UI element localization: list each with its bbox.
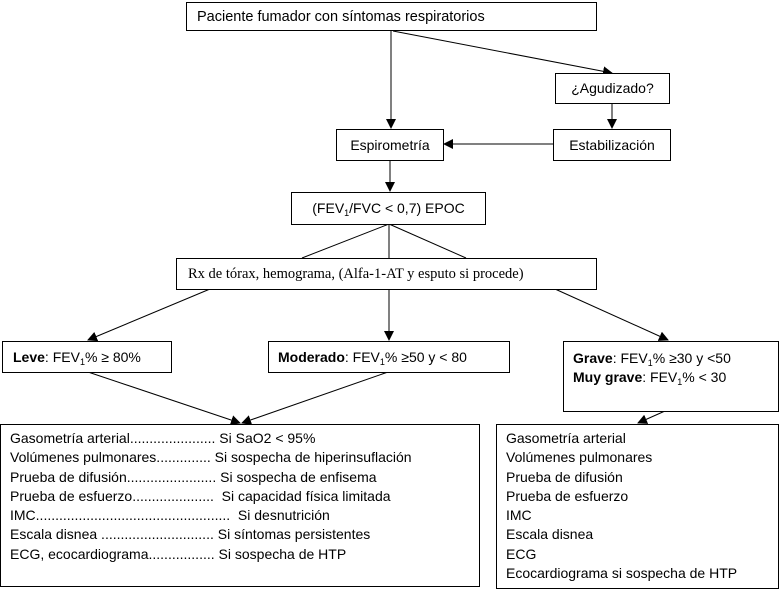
moderado-text-a: : FEV bbox=[344, 349, 380, 365]
node-grave: Grave: FEV1% ≥30 y <50 Muy grave: FEV1% … bbox=[563, 341, 779, 412]
muy-grave-label: Muy grave bbox=[573, 369, 643, 385]
test-name: Prueba de difusión......................… bbox=[10, 468, 217, 485]
grave-label: Grave bbox=[573, 350, 613, 366]
test-name: Volúmenes pulmonares.............. bbox=[10, 449, 211, 466]
moderado-label: Moderado bbox=[278, 349, 345, 365]
left-list-item: IMC.....................................… bbox=[10, 506, 479, 525]
left-list-item: Volúmenes pulmonares.............. Si so… bbox=[10, 448, 479, 467]
left-list-item: ECG, ecocardiograma................. Si … bbox=[10, 545, 479, 564]
node-patient-smoker-text: Paciente fumador con síntomas respirator… bbox=[197, 9, 485, 25]
left-list-item: Prueba de esfuerzo..................... … bbox=[10, 487, 479, 506]
test-name: Escala disnea ..........................… bbox=[10, 526, 214, 543]
epoc-subscript: 1 bbox=[344, 208, 350, 218]
right-list-item: Gasometría arterial bbox=[506, 430, 626, 446]
node-espirometria-text: Espirometría bbox=[350, 136, 430, 153]
muy-grave-text-b: % < 30 bbox=[682, 369, 727, 385]
test-condition: Si sospecha de enfisema bbox=[216, 468, 377, 485]
right-list-item: Prueba de esfuerzo bbox=[506, 487, 629, 504]
right-list-item: ECG bbox=[506, 545, 537, 562]
arrow-leve-to-left-list bbox=[87, 371, 241, 425]
arrow-top-to-agudizado bbox=[392, 30, 613, 77]
node-leve: Leve: FEV1% ≥ 80% bbox=[2, 341, 172, 373]
line-epoc-to-rx-right bbox=[388, 223, 467, 259]
node-espirometria: Espirometría bbox=[336, 129, 444, 161]
epoc-suffix: /FVC < 0,7) EPOC bbox=[349, 200, 465, 216]
muy-grave-text-a: : FEV bbox=[642, 369, 678, 385]
left-list-item: Escala disnea ..........................… bbox=[10, 525, 479, 544]
arrow-grave-to-right-list bbox=[637, 410, 666, 424]
grave-line: Grave: FEV1% ≥30 y <50 bbox=[573, 349, 778, 368]
node-agudizado: ¿Agudizado? bbox=[555, 73, 670, 104]
moderado-text-b: % ≥50 y < 80 bbox=[384, 349, 467, 365]
test-name: Prueba de esfuerzo..................... bbox=[10, 487, 214, 504]
muy-grave-subscript: 1 bbox=[677, 377, 683, 387]
test-condition: Si capacidad física limitada bbox=[213, 487, 391, 504]
node-rx-torax: Rx de tórax, hemograma, (Alfa-1-AT y esp… bbox=[176, 258, 597, 290]
grave-text-a: : FEV bbox=[612, 350, 648, 366]
node-epoc: (FEV1/FVC < 0,7) EPOC bbox=[291, 192, 486, 225]
leve-text-a: : FEV bbox=[44, 349, 80, 365]
test-name: ECG, ecocardiograma................. bbox=[10, 545, 215, 562]
leve-label: Leve bbox=[13, 349, 45, 365]
leve-text-b: % ≥ 80% bbox=[84, 349, 141, 365]
test-condition: Si desnutrición bbox=[230, 507, 330, 524]
node-estabilizacion: Estabilización bbox=[553, 129, 671, 161]
test-condition: Si sospecha de hiperinsuflación bbox=[210, 449, 412, 466]
node-moderado: Moderado: FEV1% ≥50 y < 80 bbox=[268, 341, 510, 373]
right-list-item: Ecocardiograma si sospecha de HTP bbox=[506, 565, 738, 582]
grave-subscript: 1 bbox=[647, 358, 653, 368]
line-epoc-to-rx-left bbox=[301, 223, 390, 259]
node-patient-smoker: Paciente fumador con síntomas respirator… bbox=[186, 2, 597, 31]
node-estabilizacion-text: Estabilización bbox=[569, 136, 655, 153]
right-list-item: Volúmenes pulmonares bbox=[506, 449, 653, 466]
left-list-item: Prueba de difusión......................… bbox=[10, 468, 479, 487]
node-rx-torax-text: Rx de tórax, hemograma, (Alfa-1-AT y esp… bbox=[188, 266, 524, 282]
right-list-item: Escala disnea bbox=[506, 526, 594, 543]
leve-subscript: 1 bbox=[79, 357, 85, 367]
test-name: Gasometría arterial.....................… bbox=[10, 430, 216, 446]
node-epoc-text: (FEV1/FVC < 0,7) EPOC bbox=[312, 200, 465, 218]
muy-grave-line: Muy grave: FEV1% < 30 bbox=[573, 368, 778, 387]
test-condition: Si sospecha de HTP bbox=[214, 545, 347, 562]
moderado-subscript: 1 bbox=[379, 357, 385, 367]
test-condition: Si SaO2 < 95% bbox=[215, 430, 316, 446]
right-list-item: Prueba de difusión bbox=[506, 468, 623, 485]
arrow-moderado-to-left-list bbox=[241, 371, 389, 425]
node-agudizado-text: ¿Agudizado? bbox=[571, 80, 654, 96]
arrow-rx-to-grave bbox=[554, 288, 669, 341]
left-list-item: Gasometría arterial.....................… bbox=[10, 429, 479, 448]
arrow-rx-to-leve bbox=[87, 288, 211, 342]
test-name: IMC.....................................… bbox=[10, 507, 231, 524]
test-condition: Si síntomas persistentes bbox=[213, 526, 371, 543]
left-tests-list: Gasometría arterial.....................… bbox=[0, 424, 480, 587]
right-tests-list: Gasometría arterial Volúmenes pulmonares… bbox=[496, 424, 779, 589]
epoc-prefix: (FEV bbox=[312, 200, 345, 216]
grave-text-b: % ≥30 y <50 bbox=[652, 350, 731, 366]
right-list-item: IMC bbox=[506, 507, 532, 524]
